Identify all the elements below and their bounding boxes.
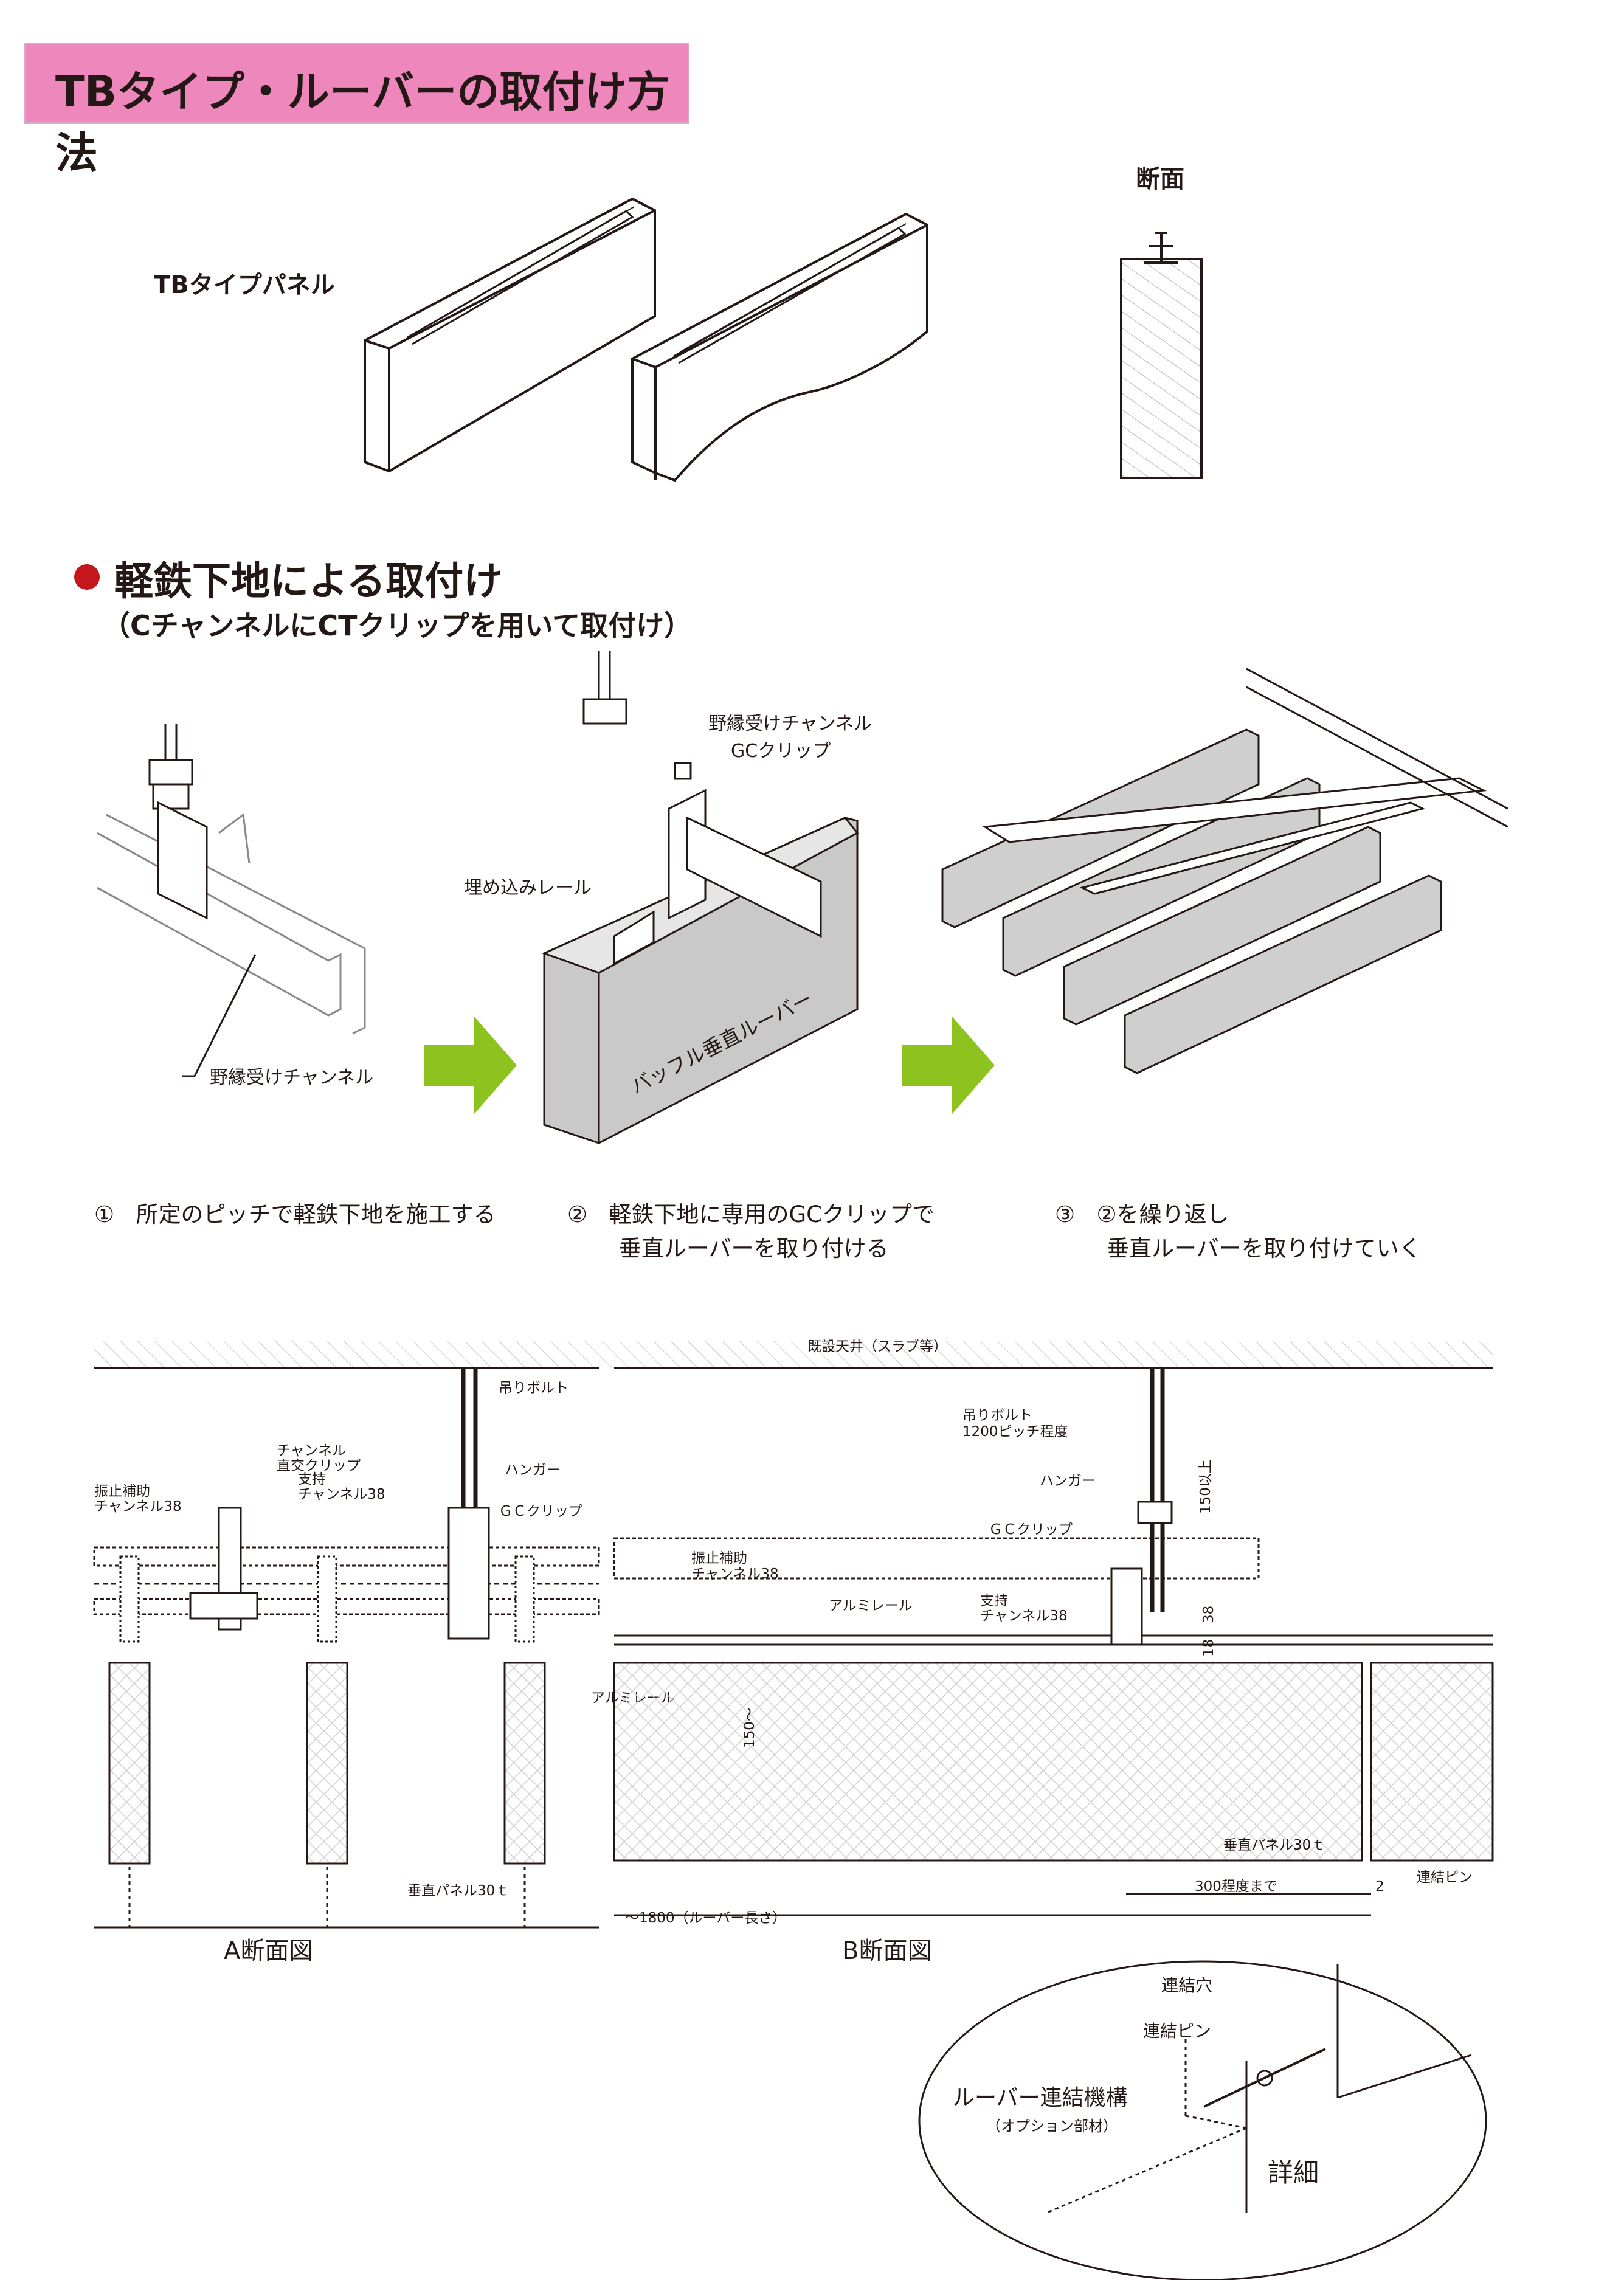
svg-text:支持: 支持 — [298, 1471, 326, 1487]
step1-caption: ① 所定のピッチで軽鉄下地を施工する — [94, 1201, 496, 1228]
svg-text:チャンネル38: チャンネル38 — [94, 1499, 182, 1515]
title-banner: TBタイプ・ルーバーの取付け方法 — [24, 43, 689, 178]
svg-text:吊りボルト: 吊りボルト — [499, 1380, 568, 1396]
step2-caption: ② 軽鉄下地に専用のGCクリップで 垂直ルーバーを取り付ける — [567, 1201, 935, 1262]
svg-text:ＧＣクリップ: ＧＣクリップ — [499, 1504, 582, 1519]
svg-text:垂直パネル30ｔ: 垂直パネル30ｔ — [407, 1883, 509, 1899]
svg-text:（オプション部材）: （オプション部材） — [986, 2118, 1118, 2135]
detail-labels: 連結穴 連結ピン ルーバー連結機構 （オプション部材） 詳細 — [953, 1975, 1319, 2188]
section-b-drawing — [613, 1367, 1494, 1916]
svg-text:300程度まで: 300程度まで — [1195, 1879, 1277, 1895]
step1-channel-label: 野縁受けチャンネル — [210, 1067, 373, 1088]
svg-text:連結ピン: 連結ピン — [1143, 2021, 1211, 2041]
svg-text:詳細: 詳細 — [1268, 2158, 1319, 2188]
tb-panel-straight — [364, 197, 656, 473]
tb-panel-curved — [631, 212, 928, 482]
svg-text:垂直パネル30ｔ: 垂直パネル30ｔ — [1223, 1837, 1325, 1853]
svg-text:チャンネル38: チャンネル38 — [691, 1566, 779, 1582]
svg-text:ハンガー: ハンガー — [1040, 1473, 1096, 1489]
svg-text:ルーバー連結機構: ルーバー連結機構 — [953, 2085, 1128, 2110]
page-title: TBタイプ・ルーバーの取付け方法 — [55, 67, 670, 178]
method-heading: 軽鉄下地による取付け — [114, 559, 503, 604]
arrow-right-icon — [424, 1017, 517, 1114]
section-label: 断面 — [1136, 165, 1184, 193]
panel-cross-section — [1120, 232, 1203, 479]
section-a-drawing — [93, 1367, 600, 1929]
svg-text:1200ピッチ程度: 1200ピッチ程度 — [962, 1424, 1068, 1440]
method-subheading: （CチャンネルにCTクリップを用いて取付け） — [102, 609, 693, 642]
arrow-right-icon — [902, 1017, 995, 1114]
svg-text:既設天井（スラブ等）: 既設天井（スラブ等） — [807, 1339, 947, 1355]
svg-text:ハンガー: ハンガー — [505, 1462, 561, 1478]
step2-rail-label: 埋め込みレール — [464, 877, 592, 899]
section-b-labels: 既設天井（スラブ等） 吊りボルト 1200ピッチ程度 ハンガー ＧＣクリップ 振… — [625, 1339, 1473, 1926]
step1-drawing — [97, 724, 366, 1077]
detail-ellipse — [918, 1960, 1487, 2280]
ceiling-slab — [94, 1341, 1493, 1369]
step3-drawing — [941, 668, 1508, 1074]
svg-text:ＧＣクリップ: ＧＣクリップ — [989, 1522, 1073, 1538]
svg-text:チャンネル: チャンネル — [277, 1443, 346, 1459]
section-b-title: B断面図 — [842, 1937, 931, 1965]
svg-text:18: 18 — [1201, 1639, 1217, 1657]
svg-text:アルミレール: アルミレール — [829, 1598, 913, 1614]
step2-drawing — [541, 651, 859, 1144]
section-a-labels: 吊りボルト チャンネル 直交クリップ 振止補助 チャンネル38 支持 チャンネル… — [94, 1380, 675, 1899]
svg-text:チャンネル38: チャンネル38 — [298, 1487, 385, 1502]
svg-text:チャンネル38: チャンネル38 — [980, 1608, 1068, 1624]
svg-text:150～: 150～ — [742, 1707, 758, 1748]
svg-text:150以上: 150以上 — [1198, 1459, 1214, 1514]
svg-text:連結穴: 連結穴 — [1161, 1975, 1212, 1995]
svg-text:直交クリップ: 直交クリップ — [277, 1458, 361, 1474]
svg-text:吊りボルト: 吊りボルト — [962, 1408, 1032, 1423]
svg-text:振止補助: 振止補助 — [691, 1550, 747, 1566]
svg-text:連結ピン: 連結ピン — [1417, 1870, 1473, 1885]
svg-text:支持: 支持 — [980, 1593, 1008, 1609]
red-bullet-icon — [74, 564, 100, 590]
svg-text:38: 38 — [1201, 1606, 1217, 1623]
step2-clip-label: GCクリップ — [731, 741, 831, 762]
svg-text:振止補助: 振止補助 — [94, 1484, 150, 1499]
tb-panel-label: TBタイプパネル — [154, 271, 335, 299]
section-a-title: A断面図 — [224, 1937, 313, 1965]
step3-caption: ③ ②を繰り返し 垂直ルーバーを取り付けていく — [1055, 1201, 1422, 1262]
svg-text:2: 2 — [1375, 1879, 1384, 1895]
step2-channel-label: 野縁受けチャンネル — [708, 713, 872, 734]
svg-text:～1800（ルーバー長さ）: ～1800（ルーバー長さ） — [625, 1910, 786, 1926]
